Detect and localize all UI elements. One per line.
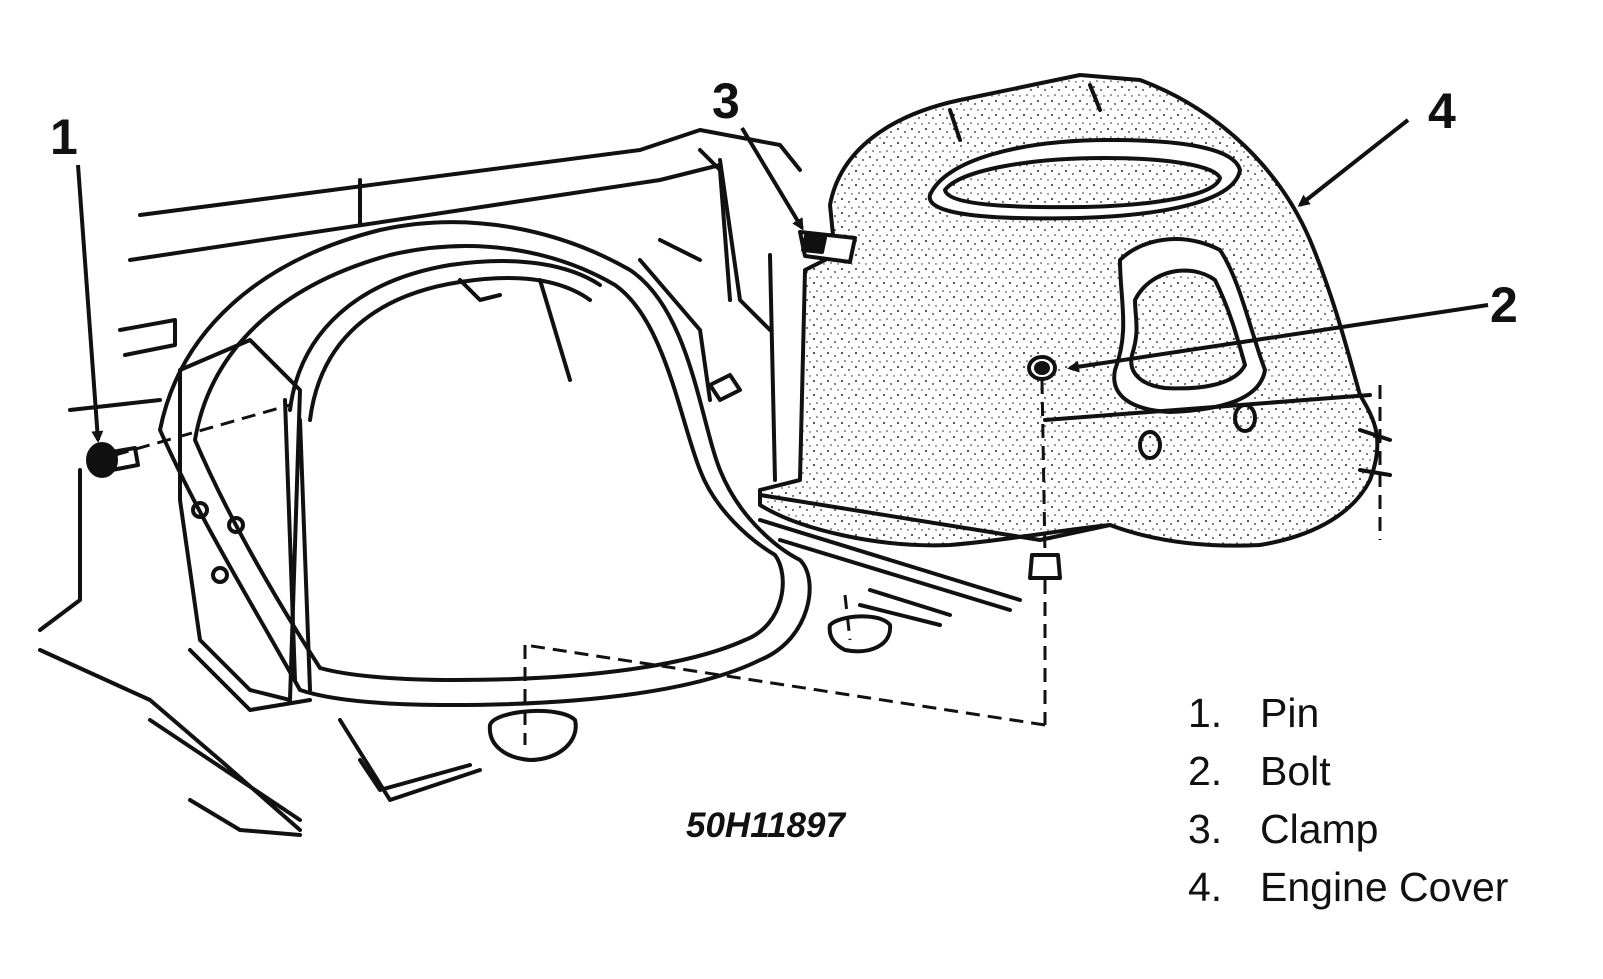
leader-clamp xyxy=(740,126,804,231)
leader-pin xyxy=(76,164,104,443)
legend-item: 2. Bolt xyxy=(1188,742,1508,800)
legend-number: 2. xyxy=(1188,747,1223,794)
leader-bolt xyxy=(1067,303,1489,373)
mount-studs xyxy=(708,373,742,402)
leader-engine-cover xyxy=(1297,118,1410,207)
legend-label: Engine Cover xyxy=(1260,863,1509,910)
callout-1: 1 xyxy=(50,109,78,165)
engine-cover-part xyxy=(758,73,1392,580)
parts-legend: 1. Pin 2. Bolt 3. Clamp 4. Engine Cover xyxy=(1188,684,1508,916)
legend-number: 3. xyxy=(1188,805,1223,852)
legend-item: 3. Clamp xyxy=(1188,800,1508,858)
callout-2: 2 xyxy=(1490,277,1518,333)
callout-4: 4 xyxy=(1428,83,1456,139)
legend-label: Clamp xyxy=(1260,805,1379,852)
alignment-lines xyxy=(114,379,1382,745)
figure-code: 50H11897 xyxy=(686,806,845,845)
legend-item: 4. Engine Cover xyxy=(1188,858,1508,916)
callout-leaders xyxy=(76,118,1489,443)
body-structure xyxy=(38,128,1022,837)
legend-label: Pin xyxy=(1260,689,1320,736)
legend-item: 1. Pin xyxy=(1188,684,1508,742)
legend-number: 1. xyxy=(1188,689,1223,736)
pin-part xyxy=(86,442,140,478)
legend-label: Bolt xyxy=(1260,747,1331,794)
legend-number: 4. xyxy=(1188,863,1223,910)
callout-3: 3 xyxy=(712,73,740,129)
engine-compartment-opening xyxy=(158,220,893,762)
